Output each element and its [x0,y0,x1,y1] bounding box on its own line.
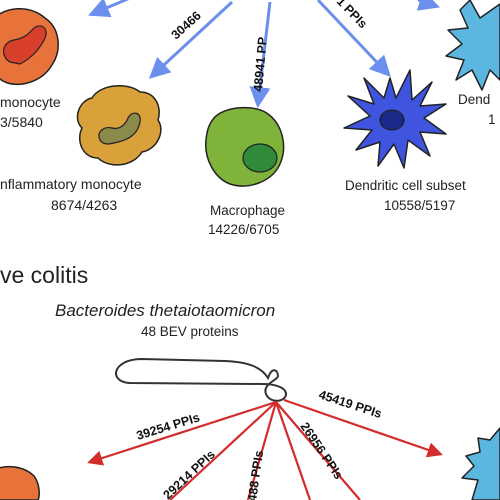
top-arrows [88,0,440,109]
dendritic-cell [343,69,447,169]
bottom-edge-label-3: 488 PPIs [245,449,266,500]
monocyte-counts: 3/5840 [0,114,43,130]
red-arrow-1 [87,400,277,466]
inflammatory-monocyte-counts: 8674/4263 [51,197,118,213]
bottom-arrows [87,398,443,500]
bottom-edge-label-2: 29214 PPIs [160,447,217,500]
red-arrow-4 [274,401,312,500]
top-edge-label-2: 48941 PP [251,36,270,92]
red-arrow-6 [283,398,443,458]
bottom-right-cell [461,427,500,500]
macrophage-label: Macrophage [210,203,286,218]
bev-protein-loop [115,357,288,402]
macrophage-cell [205,106,285,187]
arrow-to-monocyte [88,0,130,18]
bottom-edge-label-4: 26956 PPIs [298,420,346,482]
bev-protein-count: 48 BEV proteins [141,324,239,339]
arrow-to-dendritic-right [416,0,440,11]
dendritic-counts: 10558/5197 [384,198,456,213]
dendritic-right-label: Dend [458,92,491,107]
inflammatory-monocyte-label: nflammatory monocyte [0,176,142,192]
dendritic-right-counts: 1 [488,112,496,127]
macrophage-counts: 14226/6705 [208,222,280,237]
red-arrow-3 [246,401,278,500]
red-arrow-5 [275,401,361,500]
monocyte-label: monocyte [0,94,61,110]
arrow-to-dendritic [316,0,391,78]
dendritic-right-cell [445,0,500,91]
bottom-left-cell [0,465,40,500]
bottom-edge-label-1: 39254 PPIs [135,410,202,443]
organism-name: Bacteroides thetaiotaomicron [55,301,276,320]
inflammatory-monocyte-cell [76,85,162,166]
top-edge-label-3: 1 PPIs [334,0,370,31]
arrow-to-inflammatory-monocyte [148,0,234,79]
arrow-to-macrophage [249,1,272,109]
section-heading: ve colitis [0,262,89,288]
top-edge-label-1: 30466 [169,9,204,43]
monocyte-cell [0,7,59,86]
dendritic-label: Dendritic cell subset [345,178,466,193]
red-arrow-2 [169,401,277,500]
